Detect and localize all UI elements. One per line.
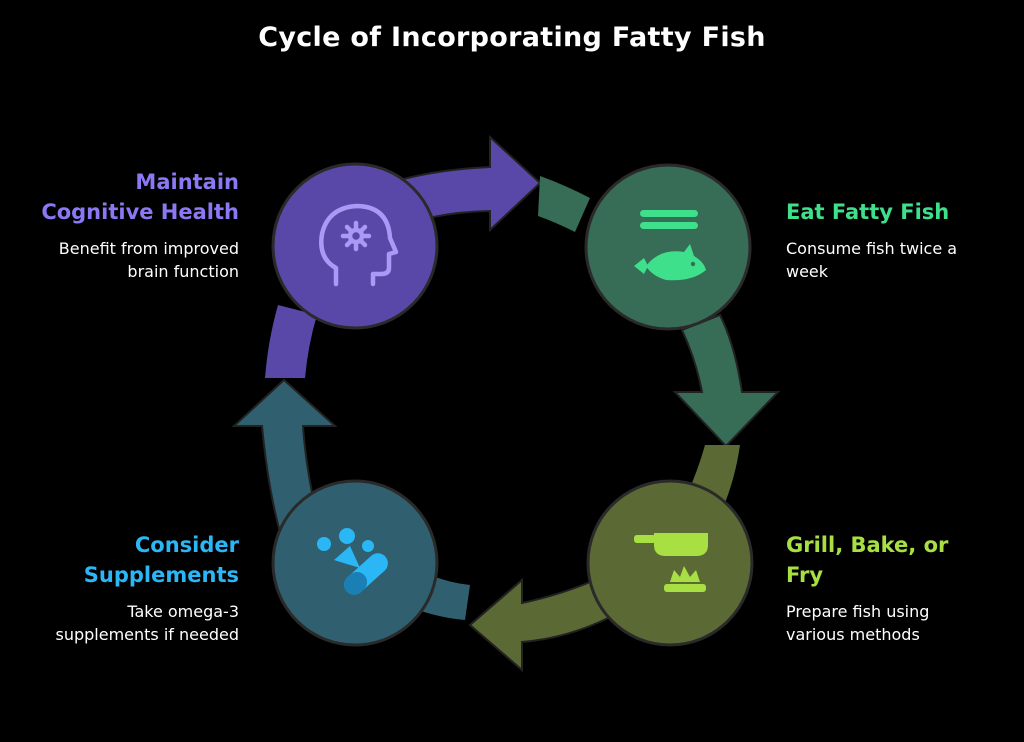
diagram-title: Cycle of Incorporating Fatty Fish bbox=[258, 22, 766, 53]
step-prepare-label: Grill, Bake, or Fry Prepare fish using v… bbox=[786, 530, 1016, 646]
step-eat-label: Eat Fatty Fish Consume fish twice a week bbox=[786, 197, 1016, 283]
step-prepare-desc-line: various methods bbox=[786, 625, 920, 644]
step-prepare-heading: Grill, Bake, or Fry bbox=[786, 530, 1016, 590]
arrow-prepare-to-supplements bbox=[468, 577, 616, 673]
step-eat-heading-line: Eat Fatty Fish bbox=[786, 200, 950, 224]
step-prepare-description: Prepare fish using various methods bbox=[786, 600, 1016, 646]
step-maintain-description: Benefit from improved brain function bbox=[9, 237, 239, 283]
step-supplements-desc-line: Take omega-3 bbox=[127, 602, 239, 621]
arrow-eat-tail bbox=[538, 176, 590, 232]
step-maintain-label: Maintain Cognitive Health Benefit from i… bbox=[9, 167, 239, 283]
pills-icon bbox=[317, 528, 388, 595]
cooking-pan-icon bbox=[634, 533, 708, 592]
node-eat bbox=[584, 163, 752, 331]
step-prepare-desc-line: Prepare fish using bbox=[786, 602, 930, 621]
step-eat-desc-line: Consume fish twice a bbox=[786, 239, 958, 258]
step-supplements-heading-line: Supplements bbox=[83, 563, 239, 587]
step-maintain-desc-line: brain function bbox=[127, 262, 239, 281]
step-maintain-heading: Maintain Cognitive Health bbox=[9, 167, 239, 227]
brain-gear-icon bbox=[319, 203, 399, 287]
node-prepare bbox=[586, 479, 754, 647]
step-prepare-heading-line: Grill, Bake, or bbox=[786, 533, 949, 557]
step-prepare-heading-line: Fry bbox=[786, 563, 824, 587]
step-supplements-label: Consider Supplements Take omega-3 supple… bbox=[9, 530, 240, 646]
step-supplements-description: Take omega-3 supplements if needed bbox=[9, 600, 240, 646]
arrow-maintain-tail bbox=[265, 305, 317, 378]
step-maintain-heading-line: Cognitive Health bbox=[41, 200, 239, 224]
step-eat-description: Consume fish twice a week bbox=[786, 237, 1016, 283]
step-supplements-heading-line: Consider bbox=[134, 533, 239, 557]
step-maintain-desc-line: Benefit from improved bbox=[58, 239, 239, 258]
step-eat-desc-line: week bbox=[786, 262, 829, 281]
step-maintain-heading-line: Maintain bbox=[135, 170, 239, 194]
arrow-eat-to-prepare bbox=[672, 313, 781, 448]
step-supplements-heading: Consider Supplements bbox=[9, 530, 239, 590]
step-eat-heading: Eat Fatty Fish bbox=[786, 197, 1016, 227]
step-supplements-desc-line: supplements if needed bbox=[55, 625, 240, 644]
fish-icon bbox=[634, 210, 706, 281]
